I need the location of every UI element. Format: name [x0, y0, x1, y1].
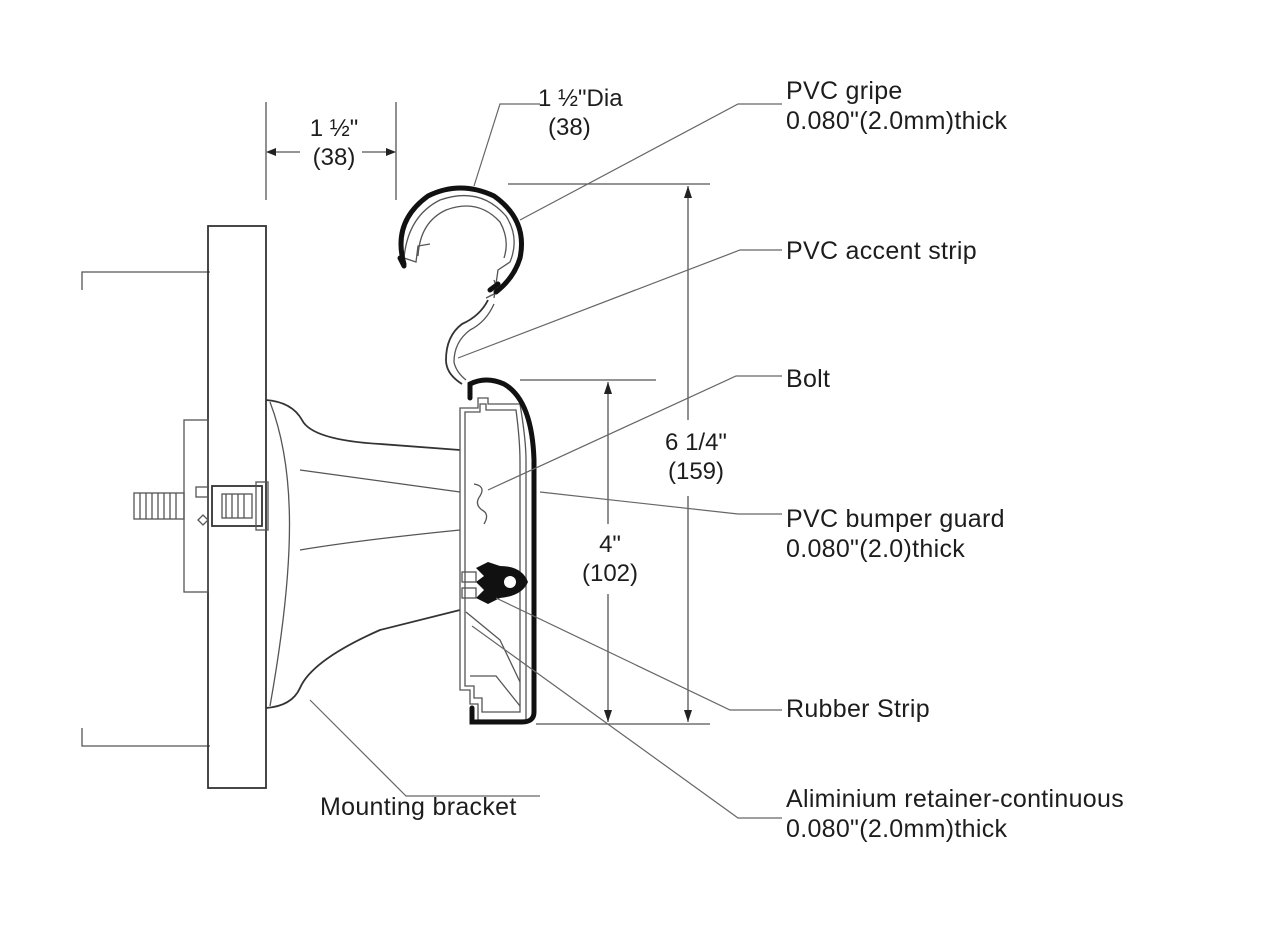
dim-overall-height-metric: (159)	[667, 458, 725, 485]
dim-bumper-height-text: 4" (102)	[568, 530, 652, 588]
label-pvc-accent-strip: PVC accent strip	[786, 236, 977, 266]
dim-rail-dia-text: 1 ½"Dia (38)	[538, 84, 658, 142]
label-aluminium-retainer-name: Aliminium retainer-continuous	[786, 785, 1125, 813]
label-bolt: Bolt	[786, 364, 830, 394]
wall-plate	[207, 225, 267, 789]
dim-overall-height-value: 6 1/4"	[665, 429, 727, 456]
nut-assembly	[211, 481, 269, 531]
handrail-profile	[398, 185, 524, 299]
dim-bumper-height-metric: (102)	[581, 560, 639, 587]
dim-rail-dia-value: 1 ½"Dia	[538, 85, 623, 112]
dim-standoff	[265, 102, 397, 200]
label-pvc-bumper-guard: PVC bumper guard 0.080"(2.0)thick	[786, 504, 1005, 564]
label-pvc-bumper-guard-thickness: 0.080"(2.0)thick	[786, 535, 966, 563]
label-pvc-gripe-thickness: 0.080"(2.0mm)thick	[786, 107, 1008, 135]
mounting-bracket-body	[265, 399, 461, 709]
leader-lines	[309, 103, 782, 819]
dim-bumper-height-value: 4"	[599, 531, 621, 558]
label-rubber-strip-name: Rubber Strip	[786, 695, 930, 723]
rail-neck	[445, 299, 489, 385]
bolt-mark	[473, 483, 488, 525]
label-pvc-bumper-guard-name: PVC bumper guard	[786, 505, 1005, 533]
label-aluminium-retainer-thickness: 0.080"(2.0mm)thick	[786, 815, 1008, 843]
rubber-strip	[461, 562, 528, 604]
label-mounting-bracket: Mounting bracket	[320, 792, 517, 822]
dim-overall-height-text: 6 1/4" (159)	[646, 428, 746, 486]
dim-rail-dia-metric: (38)	[548, 114, 591, 141]
label-aluminium-retainer: Aliminium retainer-continuous 0.080"(2.0…	[786, 784, 1124, 844]
threaded-stud	[133, 492, 185, 520]
dim-standoff-text: 1 ½" (38)	[298, 114, 370, 172]
pvc-bumper-guard	[467, 377, 537, 725]
anchor-plate	[183, 419, 209, 593]
wall-outline	[81, 271, 210, 747]
label-mounting-bracket-name: Mounting bracket	[320, 793, 517, 821]
dim-standoff-value: 1 ½"	[309, 115, 359, 142]
dim-standoff-metric: (38)	[312, 144, 356, 171]
label-bolt-name: Bolt	[786, 365, 831, 393]
dim-rail-dia-leader	[473, 103, 540, 187]
pvc-accent-strip-mark	[397, 255, 407, 269]
label-pvc-accent-strip-name: PVC accent strip	[786, 237, 977, 265]
dim-bumper-height	[520, 379, 656, 722]
aluminium-retainer	[459, 397, 527, 721]
label-rubber-strip: Rubber Strip	[786, 694, 930, 724]
label-pvc-gripe: PVC gripe 0.080"(2.0mm)thick	[786, 76, 1007, 136]
label-pvc-gripe-name: PVC gripe	[786, 77, 903, 105]
dim-overall-height	[508, 183, 710, 725]
